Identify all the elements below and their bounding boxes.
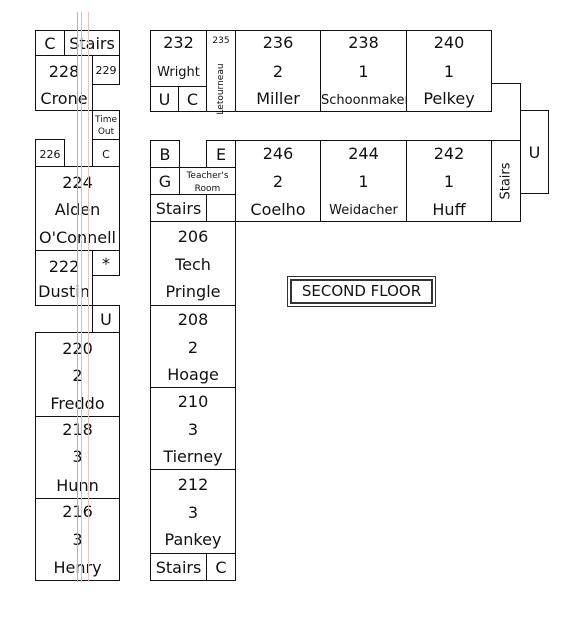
stairs-nw: Stairs — [64, 30, 120, 56]
room-232: 232 Wright — [150, 30, 207, 87]
room-226: 226 — [35, 139, 65, 167]
room-label: C — [186, 90, 199, 109]
room-number: 226 — [39, 148, 61, 161]
room-label: C — [102, 148, 110, 161]
room-label: Time Out — [94, 115, 118, 137]
room-g: G — [150, 167, 180, 195]
room-number: 229 — [95, 64, 117, 77]
room-label: Stairs — [69, 34, 115, 53]
grade: 1 — [443, 62, 455, 81]
room-236: 236 2 Miller — [235, 30, 321, 112]
teacher-name: Dustin — [38, 282, 90, 301]
teacher-name: Tierney — [163, 447, 223, 466]
room-label: C — [44, 34, 56, 53]
room-number: 244 — [348, 144, 379, 163]
room-label: G — [158, 172, 172, 191]
stairs-east: Stairs — [491, 140, 521, 222]
room-238: 238 1 Schoonmaker — [320, 30, 410, 112]
room-number: 235 — [212, 36, 230, 46]
room-number: 242 — [433, 144, 465, 163]
room-number: 238 — [348, 33, 379, 52]
scan-line — [88, 12, 89, 582]
room-244: 244 1 Weidacher — [320, 140, 407, 222]
room-number: 228 — [48, 62, 80, 81]
room-label: * — [102, 254, 110, 273]
grade: 3 — [187, 420, 199, 439]
restroom-w: U — [92, 305, 120, 333]
room-210: 210 3 Tierney — [150, 387, 236, 470]
teacher-name: Huff — [432, 200, 466, 219]
teacher-name: Schoonmaker — [321, 93, 410, 108]
room-228: 228 Crone — [35, 55, 93, 111]
grade: 3 — [187, 503, 199, 522]
scan-line — [77, 12, 78, 582]
room-label: U — [158, 90, 171, 109]
room-label: Stairs — [155, 558, 202, 577]
room-number: 208 — [177, 310, 209, 329]
teacher-name: Crone — [40, 89, 88, 108]
grade: 1 — [358, 62, 369, 81]
teacher-name: Hoage — [167, 365, 219, 384]
grade: 1 — [358, 172, 369, 191]
teacher-name: Weidacher — [329, 203, 398, 218]
room-208: 208 2 Hoage — [150, 305, 236, 388]
teacher-name: Coelho — [250, 200, 306, 219]
teacher-name: Miller — [256, 89, 300, 108]
restroom-n: U — [150, 86, 179, 112]
grade: 2 — [272, 172, 284, 191]
teacher-name: Pelkey — [423, 89, 475, 108]
room-label: U — [100, 310, 112, 329]
room-242: 242 1 Huff — [406, 140, 492, 222]
restroom-e: U — [520, 110, 549, 194]
room-label: B — [159, 145, 171, 164]
room-number: 210 — [177, 392, 209, 411]
teacher-name: Wright — [157, 65, 200, 80]
grade: 2 — [272, 62, 284, 81]
room-label: U — [528, 143, 541, 162]
room-229: 229 — [92, 55, 120, 85]
closet-nw: C — [35, 30, 65, 56]
grade: 2 — [187, 338, 199, 357]
closet-w: C — [92, 139, 120, 167]
stairs-south: Stairs — [150, 553, 207, 581]
room-246: 246 2 Coelho — [235, 140, 321, 222]
teacher-name: Pankey — [164, 530, 222, 549]
grade: 1 — [443, 172, 455, 191]
room-number: 206 — [177, 227, 209, 246]
room-number: 236 — [262, 33, 294, 52]
time-out-room: Time Out — [92, 110, 120, 140]
teacher-name: Tech — [175, 255, 211, 274]
room-e: E — [206, 140, 236, 168]
floor-title: SECOND FLOOR — [287, 276, 436, 307]
teachers-room: Teacher's Room — [179, 167, 236, 195]
closet-n: C — [178, 86, 207, 112]
room-212: 212 3 Pankey — [150, 469, 236, 554]
room-number: 222 — [48, 257, 80, 276]
scan-line — [81, 12, 82, 582]
room-number: 232 — [163, 33, 194, 52]
room-240: 240 1 Pelkey — [406, 30, 492, 112]
teacher-name: Letourneau — [216, 63, 226, 115]
room-label: Stairs — [498, 162, 514, 200]
room-label: C — [215, 558, 227, 577]
room-number: 212 — [177, 475, 209, 494]
room-235: 235 Letourneau — [206, 30, 236, 115]
stairs-center: Stairs — [150, 194, 207, 222]
closet-s: C — [206, 553, 236, 581]
room-number: 246 — [262, 144, 294, 163]
room-label: E — [215, 145, 227, 164]
room-206: 206 Tech Pringle — [150, 221, 236, 306]
room-number: 240 — [433, 33, 465, 52]
room-label: Stairs — [155, 199, 202, 218]
room-label: Teacher's Room — [186, 171, 229, 194]
room-b: B — [150, 140, 180, 168]
corridor-wall — [491, 83, 521, 141]
room-222: 222 Dustin — [35, 250, 93, 306]
teacher-name: Pringle — [165, 282, 221, 301]
star-room: * — [92, 250, 120, 276]
